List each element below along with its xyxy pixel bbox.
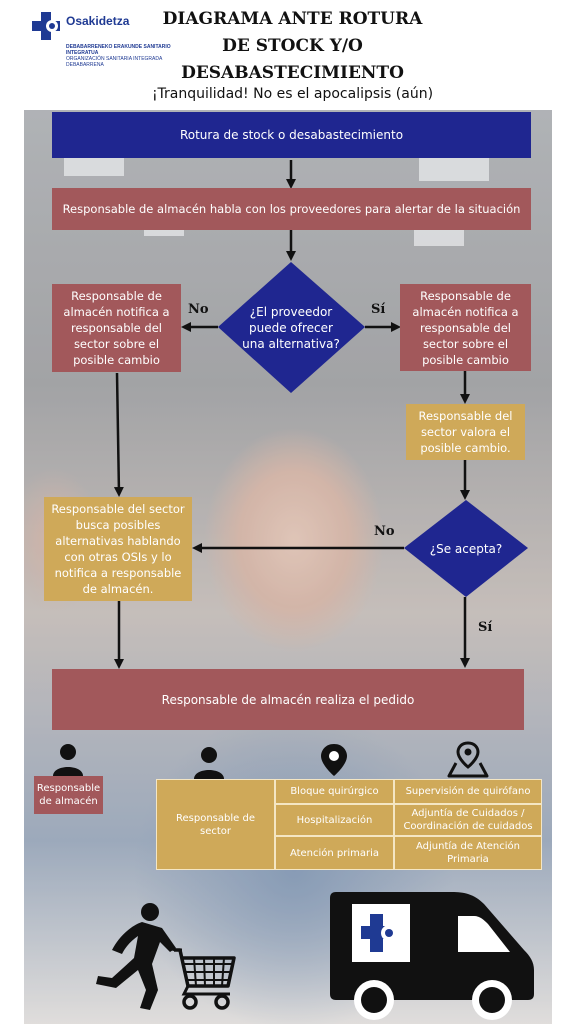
legend-area-2: Hospitalización [275,804,394,836]
legend-area-1: Bloque quirúrgico [275,779,394,804]
legend-supervisor-1: Supervisión de quirófano [394,779,542,804]
order-box: Responsable de almacén realiza el pedido [52,669,524,730]
org-line-2: ORGANIZACIÓN SANITARIA INTEGRADA DEBABAR… [66,56,163,68]
legend-area-3: Atención primaria [275,836,394,870]
start-box: Rotura de stock o desabastecimiento [52,112,531,158]
person-icon [53,744,83,776]
label-yes-2: Sí [478,620,493,635]
osakidetza-cross-icon [32,12,60,40]
decision-1-label: ¿El proveedor puede ofrecer una alternat… [242,304,340,351]
label-no-2: No [374,524,395,539]
org-line-1: DEBABARRENEKO ERAKUNDE SANITARIO INTEGRA… [66,44,171,56]
step-contact-suppliers: Responsable de almacén habla con los pro… [52,188,531,230]
brand-name: Osakidetza [66,14,130,28]
right-notify-box: Responsable de almacén notifica a respon… [400,284,531,371]
delivery-van-icon [330,892,534,1020]
person-icon [194,747,224,779]
legend-supervisor-3: Adjuntía de Atención Primaria [394,836,542,870]
page-subtitle: ¡Tranquilidad! No es el apocalipsis (aún… [151,86,434,102]
legend-supervisor-2: Adjuntía de Cuidados / Coordinación de c… [394,804,542,836]
label-yes-1: Sí [371,302,386,317]
map-location-icon [447,741,489,778]
decision-diamond-2 [404,500,528,597]
assess-box: Responsable del sector valora el posible… [406,404,525,460]
person-with-cart-icon [96,903,236,1010]
osakidetza-logo: Osakidetza DEBABARRENEKO ERAKUNDE SANITA… [30,10,171,70]
decision-2-label: ¿Se acepta? [429,542,503,556]
legend-sector-box: Responsable de sector [156,779,275,870]
left-notify-box: Responsable de almacén notifica a respon… [52,284,181,372]
sector-search-box: Responsable del sector busca posibles al… [44,497,192,601]
decision-diamond-1 [218,262,365,393]
page-title: DIAGRAMA ANTE ROTURA DE STOCK Y/O DESABA… [162,9,423,83]
legend-warehouse-box: Responsable de almacén [34,776,103,814]
label-no-1: No [188,302,209,317]
map-pin-icon [321,744,347,776]
